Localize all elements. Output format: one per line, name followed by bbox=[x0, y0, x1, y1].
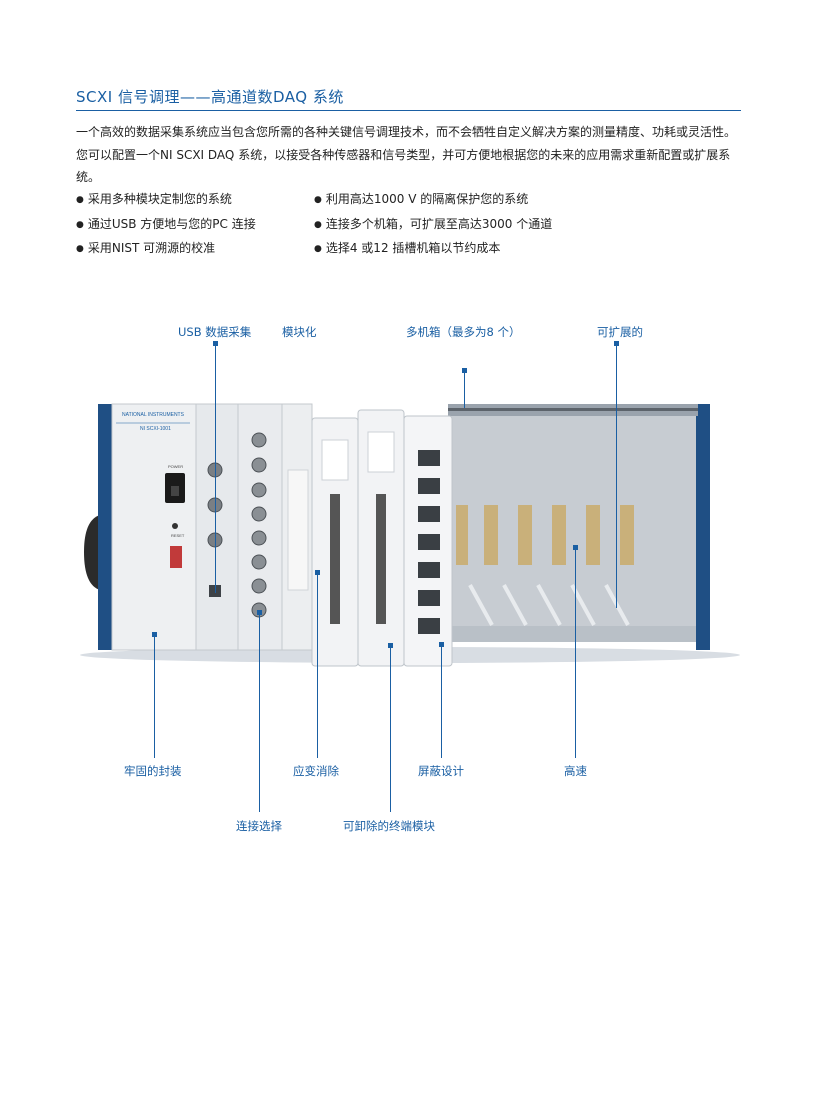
intro-paragraph: 一个高效的数据采集系统应当包含您所需的各种关键信号调理技术，而不会牺牲自定义解决… bbox=[76, 125, 737, 184]
chassis-handle bbox=[84, 515, 100, 590]
leader-line-rugged bbox=[154, 634, 155, 758]
leader-line-multi-chassis bbox=[464, 370, 465, 408]
brand-label: NATIONAL INSTRUMENTS bbox=[122, 412, 185, 418]
leader-line-usb bbox=[215, 343, 216, 593]
callout-usb-daq: USB 数据采集 bbox=[178, 325, 252, 339]
leader-line-shielded bbox=[441, 644, 442, 758]
leader-line-terminal-block bbox=[390, 645, 391, 812]
leader-line-connectivity bbox=[259, 612, 260, 812]
leader-line-strain-relief bbox=[317, 572, 318, 758]
reset-button bbox=[172, 523, 178, 529]
power-label: POWER bbox=[168, 464, 183, 469]
callout-high-speed: 高速 bbox=[564, 764, 587, 778]
reset-label: RESET bbox=[171, 533, 185, 538]
bnc-connectors-2 bbox=[251, 432, 267, 618]
leader-line-high-speed bbox=[575, 547, 576, 758]
callout-rugged: 牢固的封装 bbox=[124, 764, 182, 778]
list-item: 利用高达1000 V 的隔离保护您的系统 bbox=[314, 188, 552, 213]
callout-expandable: 可扩展的 bbox=[597, 325, 643, 339]
chassis-bottom-rail bbox=[448, 626, 696, 642]
callout-multi-chassis: 多机箱（最多为8 个） bbox=[406, 325, 521, 339]
callout-connectivity: 连接选择 bbox=[236, 819, 282, 833]
chassis-right-side bbox=[696, 404, 710, 650]
leader-line-expandable bbox=[616, 343, 617, 608]
list-item: 采用NIST 可溯源的校准 bbox=[76, 237, 256, 262]
title-divider bbox=[76, 110, 741, 111]
list-item: 采用多种模块定制您的系统 bbox=[76, 188, 256, 213]
page-title: SCXI 信号调理——高通道数DAQ 系统 bbox=[76, 88, 344, 106]
rj-ports bbox=[418, 450, 440, 634]
list-item: 通过USB 方便地与您的PC 连接 bbox=[76, 213, 256, 238]
list-item: 选择4 或12 插槽机箱以节约成本 bbox=[314, 237, 552, 262]
list-item: 连接多个机箱，可扩展至高达3000 个通道 bbox=[314, 213, 552, 238]
model-label: NI SCXI-1001 bbox=[140, 426, 171, 432]
controller-module bbox=[111, 403, 197, 651]
callout-strain-relief: 应变消除 bbox=[293, 764, 339, 778]
feature-list-left: 采用多种模块定制您的系统 通过USB 方便地与您的PC 连接 采用NIST 可溯… bbox=[76, 188, 256, 262]
callout-shielded: 屏蔽设计 bbox=[418, 764, 464, 778]
callout-modular: 模块化 bbox=[282, 325, 317, 339]
dip-switch bbox=[170, 546, 182, 568]
bnc-module-1 bbox=[195, 403, 239, 651]
feature-list-right: 利用高达1000 V 的隔离保护您的系统 连接多个机箱，可扩展至高达3000 个… bbox=[314, 188, 552, 262]
chassis-left-side bbox=[98, 404, 112, 650]
callout-terminal-block: 可卸除的终端模块 bbox=[343, 819, 435, 833]
backplane-connectors bbox=[456, 505, 634, 565]
